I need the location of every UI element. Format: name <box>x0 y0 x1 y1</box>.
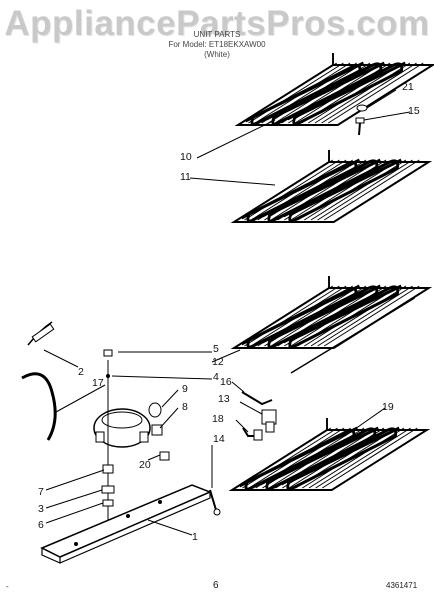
header-title: UNIT PARTS <box>193 30 241 39</box>
callout-1: 1 <box>192 531 198 543</box>
condenser-coil-top <box>236 53 434 127</box>
compressor <box>93 408 151 448</box>
page-number: 6 <box>213 580 219 591</box>
condenser-coil-3 <box>232 276 431 374</box>
callout-5: 5 <box>213 343 219 355</box>
callout-12: 12 <box>212 356 224 368</box>
bracket-16 <box>241 391 273 406</box>
header-model: For Model: ET18EKXAW00 <box>168 40 266 49</box>
hose <box>21 372 57 441</box>
callout-6: 6 <box>38 519 44 531</box>
callout-8: 8 <box>182 401 188 413</box>
callout-20: 20 <box>139 459 151 471</box>
callout-16: 16 <box>220 376 232 388</box>
callout-18: 18 <box>212 413 224 425</box>
condenser-coil-2 <box>232 150 431 224</box>
bracket-18 <box>242 427 263 441</box>
callout-4: 4 <box>213 371 219 383</box>
dryer-tube <box>27 321 55 346</box>
watermark: AppliancePartsPros.com <box>4 4 430 43</box>
callout-13: 13 <box>218 393 230 405</box>
callout-2: 2 <box>78 366 84 378</box>
clip-20 <box>159 451 170 461</box>
callout-21: 21 <box>402 81 414 93</box>
header-color: (White) <box>204 50 230 59</box>
callout-19: 19 <box>382 401 394 413</box>
document-number: 4361471 <box>386 581 418 590</box>
condenser-coil-bottom <box>230 418 429 492</box>
callout-11: 11 <box>180 171 191 183</box>
screw-14 <box>209 489 221 516</box>
callout-3: 3 <box>38 503 44 515</box>
callout-14: 14 <box>213 433 225 445</box>
corner-mark-left: - <box>6 582 9 591</box>
base-plate <box>40 484 212 564</box>
callout-15: 15 <box>408 105 420 117</box>
bracket-13 <box>261 409 277 433</box>
callout-17: 17 <box>92 377 104 389</box>
callout-10: 10 <box>180 151 192 163</box>
callout-7: 7 <box>38 486 44 498</box>
start-relay <box>148 402 163 436</box>
callout-9: 9 <box>182 383 188 395</box>
